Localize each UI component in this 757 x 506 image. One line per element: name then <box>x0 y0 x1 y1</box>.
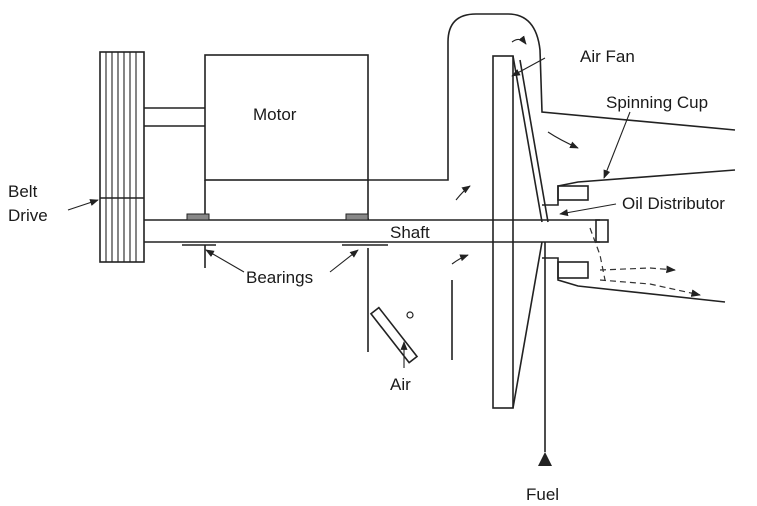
spinning-cup <box>542 169 736 303</box>
bearing-left <box>182 213 216 268</box>
motor-pulley-link <box>144 107 205 127</box>
air-fan <box>492 55 549 409</box>
drive-label: Drive <box>8 206 48 225</box>
air-duct <box>367 13 736 360</box>
motor-box <box>204 54 369 220</box>
bearings-label: Bearings <box>246 268 313 287</box>
belt-drive-pulley <box>99 51 145 263</box>
air-fan-label: Air Fan <box>580 47 635 66</box>
motor-label: Motor <box>253 105 297 124</box>
fuel-label: Fuel <box>526 485 559 504</box>
shaft-label: Shaft <box>390 223 430 242</box>
leader-arrows <box>67 57 631 368</box>
air-damper <box>369 306 419 364</box>
belt-label: Belt <box>8 182 38 201</box>
shaft <box>144 219 609 243</box>
spinning-cup-label: Spinning Cup <box>606 93 708 112</box>
air-label: Air <box>390 375 411 394</box>
oil-distributor-label: Oil Distributor <box>622 194 725 213</box>
airflow-arrows <box>451 35 701 297</box>
fuel-line <box>538 242 552 466</box>
bearing-right <box>342 213 388 246</box>
